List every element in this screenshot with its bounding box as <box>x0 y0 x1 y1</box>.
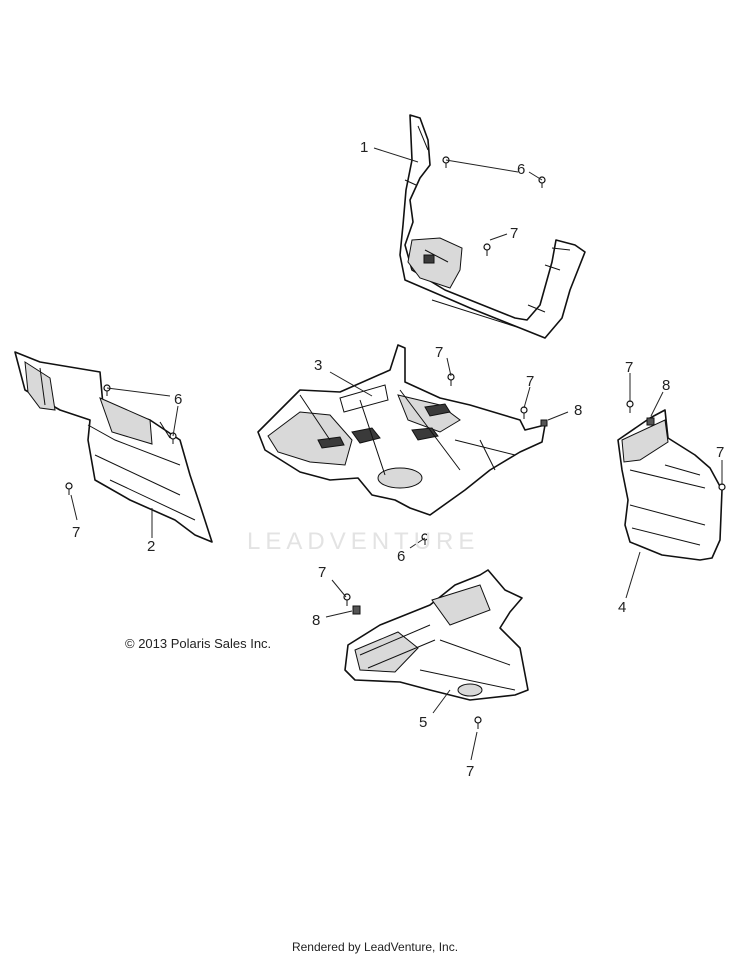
clip-8-right <box>646 417 655 426</box>
pin-7-right-b <box>718 483 726 496</box>
leader-lines <box>70 147 723 761</box>
callout-7-left: 7 <box>72 524 80 541</box>
clip-8-center <box>540 419 548 427</box>
callout-7-upper: 7 <box>510 225 518 242</box>
pin-7-left <box>65 482 73 495</box>
pin-7-center-b <box>520 406 528 419</box>
callout-7-lower-b: 7 <box>466 763 474 780</box>
part-3-floor <box>257 344 546 516</box>
callout-6-left: 6 <box>174 391 182 408</box>
watermark: LEADVENTURE <box>247 528 480 555</box>
pin-7-lower-a <box>343 593 351 606</box>
part-2-panel <box>14 351 213 543</box>
part-5-panel <box>344 569 529 701</box>
callout-5: 5 <box>419 714 427 731</box>
callout-7-right-a: 7 <box>625 359 633 376</box>
pin-7-right-a <box>626 400 634 413</box>
callout-7-center-a: 7 <box>435 344 443 361</box>
part-4-bin <box>617 409 723 561</box>
callout-1: 1 <box>360 139 368 156</box>
callout-8-right: 8 <box>662 377 670 394</box>
callout-3: 3 <box>314 357 322 374</box>
callout-8-lower: 8 <box>312 612 320 629</box>
callout-2: 2 <box>147 538 155 555</box>
pin-7-upper <box>483 243 491 256</box>
callout-7-center-b: 7 <box>526 373 534 390</box>
callout-6-upper: 6 <box>517 161 525 178</box>
callout-8-center: 8 <box>574 402 582 419</box>
pin-7-lower-b <box>474 716 482 729</box>
footer-credit: Rendered by LeadVenture, Inc. <box>291 940 459 954</box>
copyright-text: © 2013 Polaris Sales Inc. <box>125 636 272 651</box>
callout-labels: 1 6 7 3 7 7 8 7 8 7 6 7 2 6 4 7 8 5 7 <box>72 139 724 780</box>
callout-7-lower-a: 7 <box>318 564 326 581</box>
callout-6-lower: 6 <box>397 548 405 565</box>
screw-6-upper-a <box>442 156 450 168</box>
part-1-panel <box>399 114 586 339</box>
hardware <box>65 156 726 729</box>
screw-6-left-a <box>103 384 111 396</box>
clip-8-lower <box>352 605 361 615</box>
callout-7-right-b: 7 <box>716 444 724 461</box>
callout-4: 4 <box>618 599 626 616</box>
